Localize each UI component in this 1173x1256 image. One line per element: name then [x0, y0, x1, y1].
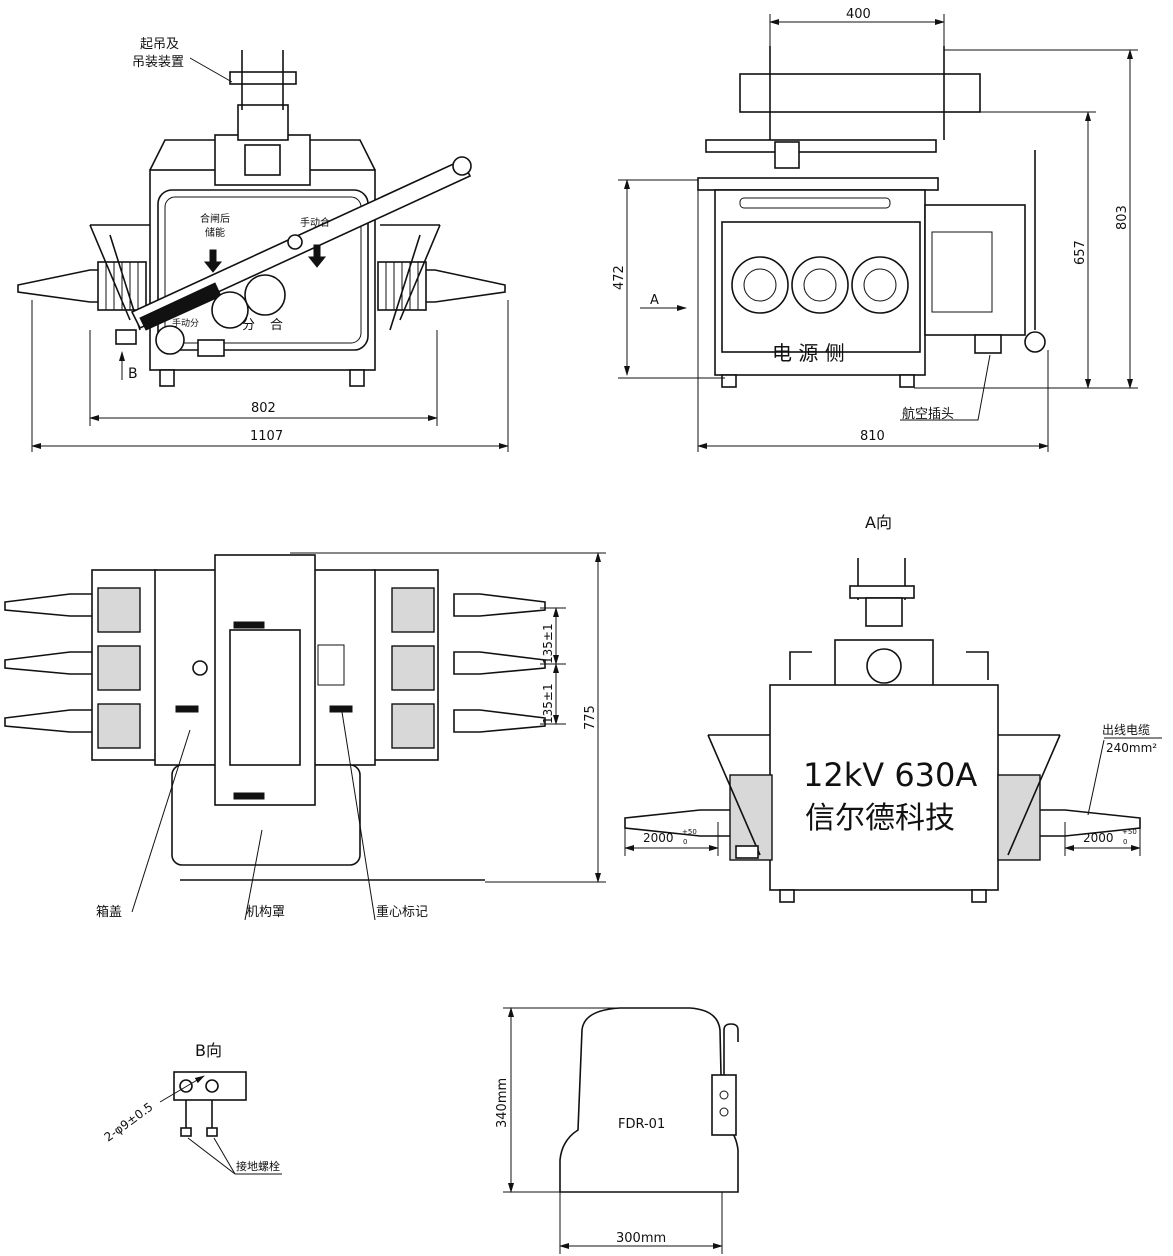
close-label: 合 [270, 318, 283, 333]
controller-width: 300mm [616, 1231, 666, 1246]
side-view: 电 源 侧 A 航空插头 400 472 657 803 810 [612, 7, 1138, 452]
front-view: 起吊及 吊装装置 合闸后 储能 手动合 手动分 分 合 B 802 1107 [17, 37, 509, 452]
aviation-plug-label: 航空插头 [902, 406, 954, 422]
dim-135-a: 135±1 [541, 623, 555, 664]
front-bushing-right [377, 261, 506, 311]
lifting-label-1: 起吊及 [140, 37, 179, 52]
tol-right-up: +50 [1122, 828, 1137, 836]
controller-model: FDR-01 [618, 1117, 665, 1132]
view-a: A向 12kV 630A 信尔德科技 出线电缆 240mm² 2000 +50 … [624, 513, 1162, 903]
dim-803: 803 [1115, 205, 1130, 230]
lifting-label-2: 吊装装置 [132, 55, 184, 70]
tol-left-up: +50 [682, 828, 697, 836]
cable-label-1: 出线电缆 [1102, 723, 1150, 737]
close-store-label-1: 合闸后 [200, 212, 230, 225]
view-a-arrow-label: A [650, 293, 659, 308]
center-mark-label: 重心标记 [376, 904, 428, 920]
dim-657: 657 [1073, 240, 1088, 265]
view-a-title: A向 [865, 513, 892, 532]
cable-label-2: 240mm² [1106, 741, 1157, 755]
view-b: B向 2-φ9±0.5 接地螺栓 [102, 1041, 282, 1175]
manual-close-label: 手动合 [300, 216, 330, 229]
ground-bolt-label: 接地螺栓 [236, 1159, 280, 1173]
power-side-label: 电 源 侧 [772, 341, 845, 365]
controller-view: FDR-01 340mm 300mm [495, 1007, 739, 1254]
cable-length-right: 2000 [1083, 831, 1114, 845]
close-store-label-2: 储能 [205, 226, 225, 239]
dim-802: 802 [251, 401, 276, 416]
top-view: 箱盖 机构罩 重心标记 135±1 135±1 775 [4, 552, 606, 921]
dim-472: 472 [612, 265, 627, 290]
cable-length-left: 2000 [643, 831, 674, 845]
view-b-arrow-label: B [128, 366, 138, 382]
dim-775: 775 [583, 705, 598, 730]
box-cover-label: 箱盖 [96, 904, 122, 920]
mechanism-cover-label: 机构罩 [246, 905, 285, 920]
tol-right-down: 0 [1123, 838, 1127, 846]
open-label: 分 [242, 318, 255, 333]
view-b-title: B向 [195, 1041, 222, 1060]
dim-810: 810 [860, 429, 885, 444]
dim-135-b: 135±1 [541, 683, 555, 724]
manual-open-label: 手动分 [172, 317, 199, 329]
dim-400: 400 [846, 7, 871, 22]
tol-left-down: 0 [683, 838, 687, 846]
hole-spec-label: 2-φ9±0.5 [102, 1100, 156, 1145]
controller-height: 340mm [495, 1078, 510, 1128]
dim-1107: 1107 [250, 429, 283, 444]
rating-text: 12kV 630A [803, 756, 977, 794]
maker-text: 信尔德科技 [805, 801, 955, 836]
